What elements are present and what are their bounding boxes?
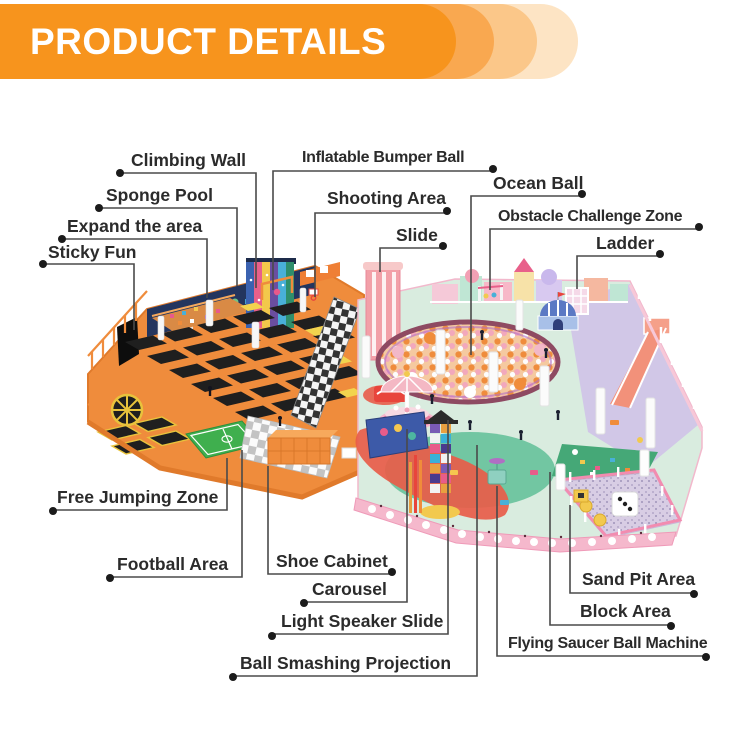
football-field-graphic — [185, 420, 263, 459]
banner-pill — [0, 4, 456, 79]
label-expand-the-area: Expand the area — [67, 216, 203, 236]
label-block-area: Block Area — [580, 601, 671, 621]
trampoline-zone — [86, 258, 365, 500]
label-ball-smashing-projection: Ball Smashing Projection — [240, 653, 452, 673]
block-area-graphic — [552, 444, 658, 490]
softplay-zone — [353, 258, 704, 553]
label-carousel: Carousel — [312, 579, 387, 599]
label-sticky-fun: Sticky Fun — [48, 242, 137, 262]
label-ladder: Ladder — [596, 233, 655, 253]
label-inflatable-bumper-ball: Inflatable Bumper Ball — [302, 149, 465, 166]
page-title: PRODUCT DETAILS — [30, 21, 387, 62]
label-flying-saucer-ball-machine: Flying Saucer Ball Machine — [508, 635, 708, 652]
label-shoe-cabinet: Shoe Cabinet — [276, 551, 388, 571]
sand-pit-graphic — [554, 449, 683, 539]
label-obstacle-challenge-zone: Obstacle Challenge Zone — [498, 208, 683, 225]
obstacle-frame — [477, 284, 504, 302]
label-football-area: Football Area — [117, 554, 229, 574]
projection-screen-graphic — [365, 411, 429, 459]
label-slide: Slide — [396, 225, 438, 245]
block-tower-graphic — [409, 410, 460, 519]
shoe-cabinet-graphic — [267, 430, 357, 465]
label-sponge-pool: Sponge Pool — [106, 185, 213, 205]
ball-pit-graphic — [375, 319, 561, 405]
label-ocean-ball: Ocean Ball — [493, 173, 584, 193]
label-light-speaker-slide: Light Speaker Slide — [281, 611, 444, 631]
right-fence — [628, 283, 704, 432]
back-structures — [430, 258, 628, 304]
label-sand-pit-area: Sand Pit Area — [582, 569, 696, 589]
scallop-band — [353, 497, 677, 553]
label-climbing-wall: Climbing Wall — [131, 150, 247, 170]
climbing-wall-graphic — [246, 258, 296, 328]
dome-tent-graphic — [537, 292, 579, 331]
ladder-graphic — [565, 287, 589, 315]
label-shooting-area: Shooting Area — [327, 188, 446, 208]
label-free-jumping-zone: Free Jumping Zone — [57, 487, 219, 507]
carousel-graphic — [379, 371, 435, 430]
coral-slide-graphic — [610, 317, 671, 409]
slide-tower-graphic — [363, 262, 438, 402]
flying-saucer-graphic — [487, 458, 507, 485]
